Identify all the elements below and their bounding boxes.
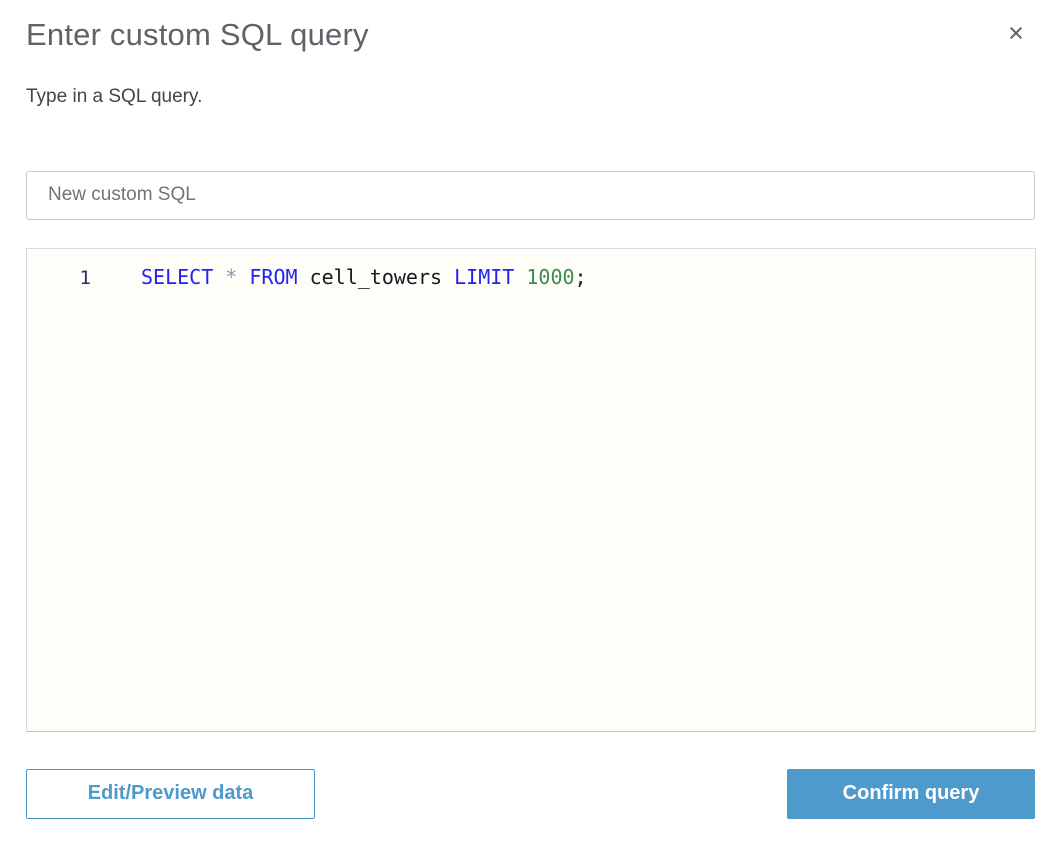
dialog-header: Enter custom SQL query × (26, 16, 1035, 55)
sql-token-number: 1000 (526, 264, 575, 289)
dialog-subtitle: Type in a SQL query. (26, 85, 203, 107)
sql-token-plain: ; (574, 264, 587, 289)
sql-token-keyword: FROM (249, 264, 298, 289)
sql-token-plain (237, 265, 249, 289)
sql-token-keyword: LIMIT (454, 264, 515, 289)
confirm-query-button[interactable]: Confirm query (787, 768, 1035, 819)
query-name-input[interactable] (26, 170, 1035, 220)
line-number: 1 (79, 266, 91, 289)
close-icon[interactable]: × (1001, 18, 1031, 48)
sql-code: SELECT * FROM cell_towers LIMIT 1000; (91, 262, 587, 292)
sql-token-keyword: SELECT (141, 264, 214, 289)
page-title: Enter custom SQL query (26, 17, 369, 52)
sql-token-plain (514, 265, 526, 289)
sql-token-operator: * (225, 264, 238, 289)
dialog-footer: Edit/Preview data Confirm query (26, 768, 1035, 819)
edit-preview-data-button[interactable]: Edit/Preview data (26, 768, 315, 819)
sql-token-plain (213, 265, 225, 289)
custom-sql-dialog: Enter custom SQL query × Type in a SQL q… (26, 16, 1036, 819)
sql-token-plain: cell_towers (297, 264, 455, 289)
